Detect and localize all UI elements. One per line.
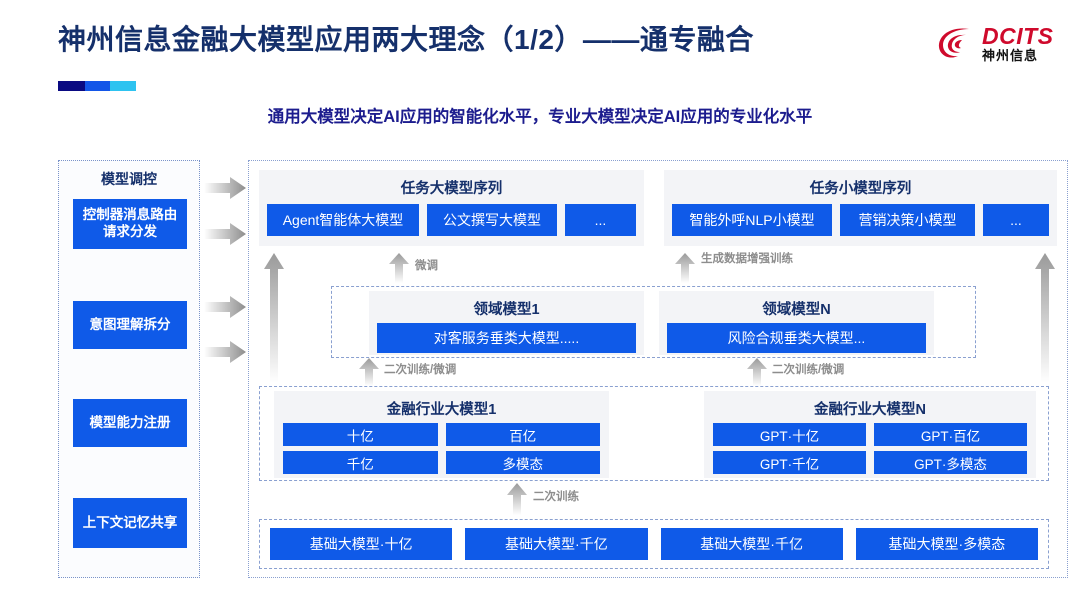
chip-more-large-models[interactable]: ... (565, 204, 636, 236)
chip-marketing-decision-small-model[interactable]: 营销决策小模型 (840, 204, 975, 236)
logo-wordmark: DCITS 神州信息 (982, 22, 1054, 63)
connector-arrow-right-1 (204, 177, 246, 199)
domain-model-n-panel: 领域模型N 风险合规垂类大模型... (659, 291, 934, 355)
flow-label-retrain-finetune-left: 二次训练/微调 (384, 364, 457, 376)
chip-base-model-multimodal[interactable]: 基础大模型·多模态 (855, 528, 1038, 560)
logo-text-en: DCITS (982, 22, 1054, 49)
control-item-context-memory[interactable]: 上下文记忆共享 (73, 498, 187, 548)
chip-base-model-hundred-billion-1[interactable]: 基础大模型·千亿 (465, 528, 648, 560)
chip-outbound-nlp-small-model[interactable]: 智能外呼NLP小模型 (672, 204, 832, 236)
chip-gpt-hundred-billion[interactable]: GPT·千亿 (713, 451, 866, 474)
industry-model-group: 金融行业大模型1 十亿 百亿 千亿 多模态 金融行业大模型N GPT·十亿 GP… (259, 386, 1049, 481)
connector-arrow-right-4 (204, 341, 246, 363)
flow-arrow-fine-tune (389, 253, 409, 283)
task-small-model-chips: 智能外呼NLP小模型 营销决策小模型 ... (664, 198, 1057, 244)
task-small-model-title: 任务小模型序列 (809, 181, 912, 197)
chip-more-small-models[interactable]: ... (983, 204, 1049, 236)
base-model-group: 基础大模型·十亿 基础大模型·千亿 基础大模型·千亿 基础大模型·多模态 (259, 519, 1049, 569)
chip-risk-compliance-vertical-model[interactable]: 风险合规垂类大模型... (667, 323, 926, 353)
chip-billion[interactable]: 十亿 (283, 423, 438, 446)
task-large-model-panel: 任务大模型序列 Agent智能体大模型 公文撰写大模型 ... (259, 170, 644, 246)
chip-document-writing-model[interactable]: 公文撰写大模型 (427, 204, 557, 236)
chip-customer-service-vertical-model[interactable]: 对客服务垂类大模型..... (377, 323, 636, 353)
chip-gpt-ten-billion[interactable]: GPT·百亿 (874, 423, 1027, 446)
chip-gpt-billion[interactable]: GPT·十亿 (713, 423, 866, 446)
chip-ten-billion[interactable]: 百亿 (445, 423, 600, 446)
industry-model-1-title: 金融行业大模型1 (386, 402, 497, 418)
accent-segment-1 (58, 81, 85, 91)
task-large-model-title: 任务大模型序列 (400, 181, 503, 197)
flow-arrow-retrain-finetune-right (747, 358, 767, 386)
control-item-intent-parsing[interactable]: 意图理解拆分 (73, 301, 187, 349)
connector-arrow-right-2 (204, 223, 246, 245)
model-control-panel: 模型调控 控制器消息路由请求分发 意图理解拆分 模型能力注册 上下文记忆共享 (58, 160, 200, 578)
dcits-swirl-icon (938, 28, 969, 58)
flow-arrow-retrain-finetune-left (359, 358, 379, 386)
chip-base-model-billion[interactable]: 基础大模型·十亿 (270, 528, 453, 560)
page-subtitle: 通用大模型决定AI应用的智能化水平，专业大模型决定AI应用的专业化水平 (267, 108, 813, 126)
domain-model-n-title: 领域模型N (762, 302, 831, 318)
chip-multimodal[interactable]: 多模态 (445, 451, 600, 474)
flow-label-retrain: 二次训练 (533, 491, 579, 503)
control-item-capability-registry[interactable]: 模型能力注册 (73, 399, 187, 447)
flow-label-retrain-finetune-right: 二次训练/微调 (772, 364, 845, 376)
brand-logo: DCITS 神州信息 (936, 18, 1064, 68)
domain-model-group: 领域模型1 对客服务垂类大模型..... 领域模型N 风险合规垂类大模型... (331, 286, 976, 358)
industry-model-n-chips: GPT·十亿 GPT·百亿 GPT·千亿 GPT·多模态 (704, 419, 1036, 474)
industry-model-1-panel: 金融行业大模型1 十亿 百亿 千亿 多模态 (274, 391, 609, 478)
logo-text-cn: 神州信息 (982, 47, 1039, 63)
domain-model-1-panel: 领域模型1 对客服务垂类大模型..... (369, 291, 644, 355)
flow-arrow-data-augmentation (675, 253, 695, 283)
flow-label-fine-tune: 微调 (415, 260, 438, 272)
control-item-router-dispatch[interactable]: 控制器消息路由请求分发 (73, 199, 187, 249)
industry-model-1-chips: 十亿 百亿 千亿 多模态 (274, 419, 609, 474)
flow-arrow-left-long (264, 253, 284, 383)
industry-model-n-title: 金融行业大模型N (814, 402, 926, 418)
page-title: 神州信息金融大模型应用两大理念（1/2）——通专融合 (58, 24, 754, 55)
chip-base-model-hundred-billion-2[interactable]: 基础大模型·千亿 (660, 528, 843, 560)
flow-arrow-right-long (1035, 253, 1055, 383)
connector-arrow-right-3 (204, 296, 246, 318)
flow-arrow-retrain (507, 483, 527, 515)
control-panel-title: 模型调控 (101, 171, 157, 187)
chip-gpt-multimodal[interactable]: GPT·多模态 (874, 451, 1027, 474)
title-accent-bar (58, 81, 136, 91)
accent-segment-2 (84, 81, 111, 91)
architecture-diagram: 任务大模型序列 Agent智能体大模型 公文撰写大模型 ... 任务小模型序列 … (248, 160, 1068, 578)
chip-hundred-billion[interactable]: 千亿 (283, 451, 438, 474)
industry-model-n-panel: 金融行业大模型N GPT·十亿 GPT·百亿 GPT·千亿 GPT·多模态 (704, 391, 1036, 478)
flow-label-data-augmentation: 生成数据增强训练 (701, 253, 793, 265)
task-small-model-panel: 任务小模型序列 智能外呼NLP小模型 营销决策小模型 ... (664, 170, 1057, 246)
chip-agent-large-model[interactable]: Agent智能体大模型 (267, 204, 419, 236)
accent-segment-3 (110, 81, 136, 91)
domain-model-1-title: 领域模型1 (473, 302, 540, 318)
task-large-model-chips: Agent智能体大模型 公文撰写大模型 ... (259, 198, 644, 244)
